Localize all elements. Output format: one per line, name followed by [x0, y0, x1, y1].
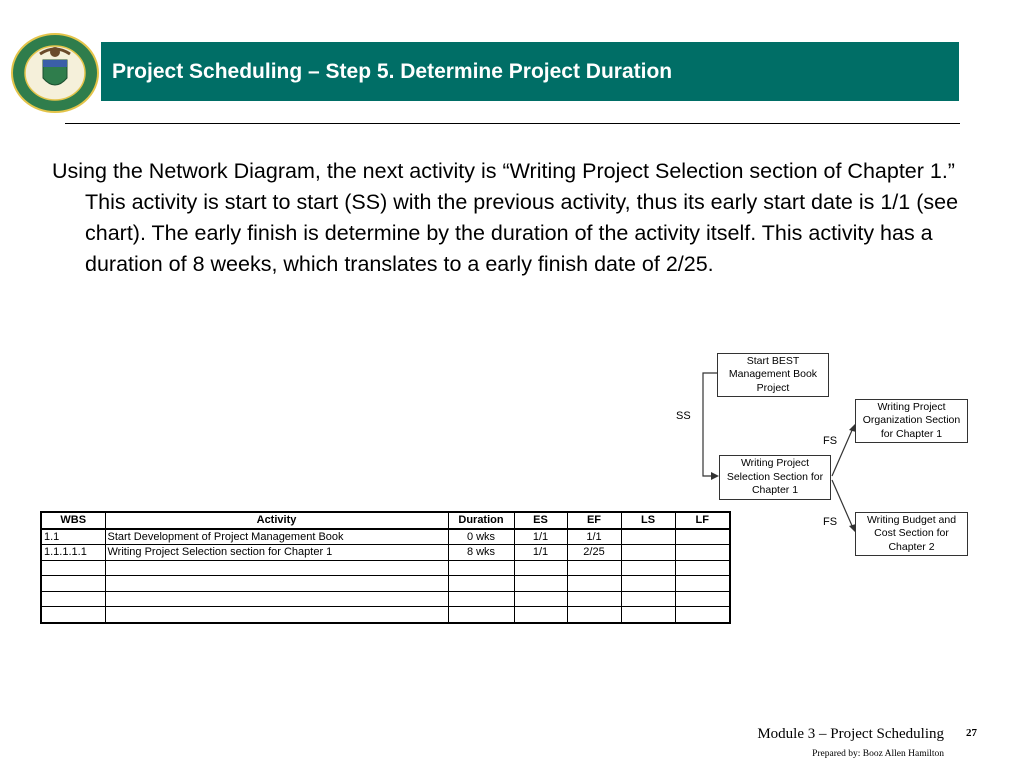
table-cell-wbs [40, 559, 106, 576]
node-start: Start BEST Management Book Project [717, 353, 829, 397]
table-cell-ef: 2/25 [566, 544, 622, 561]
col-header-ls: LS [620, 511, 676, 530]
table-cell-ls [620, 575, 676, 592]
col-header-es: ES [513, 511, 568, 530]
table-row [40, 559, 731, 576]
table-cell-activity: Writing Project Selection section for Ch… [104, 544, 449, 561]
table-cell-duration [447, 606, 515, 623]
table-cell-duration [447, 590, 515, 607]
table-row [40, 575, 731, 592]
table-cell-ls [620, 528, 676, 545]
body-paragraph: Using the Network Diagram, the next acti… [52, 159, 959, 276]
table-cell-ef: 1/1 [566, 528, 622, 545]
table-header-row: WBS Activity Duration ES EF LS LF [40, 511, 731, 530]
table-cell-es [513, 606, 568, 623]
table-cell-wbs [40, 606, 106, 623]
table-cell-es: 1/1 [513, 528, 568, 545]
table-cell-ef [566, 606, 622, 623]
doe-seal-icon [11, 33, 99, 113]
table-cell-lf [674, 606, 731, 623]
col-header-wbs: WBS [40, 511, 106, 530]
table-cell-ls [620, 606, 676, 623]
ss-connector [702, 372, 717, 477]
page-number: 27 [966, 727, 977, 739]
col-header-ef: EF [566, 511, 622, 530]
table-cell-lf [674, 575, 731, 592]
table-cell-ls [620, 559, 676, 576]
table-cell-ls [620, 590, 676, 607]
table-cell-wbs [40, 575, 106, 592]
table-cell-es [513, 590, 568, 607]
table-cell-ef [566, 590, 622, 607]
footer-prepared-by: Prepared by: Booz Allen Hamilton [812, 749, 944, 759]
col-header-activity: Activity [104, 511, 449, 530]
table-row [40, 606, 731, 623]
table-cell-es: 1/1 [513, 544, 568, 561]
table-cell-lf [674, 544, 731, 561]
col-header-lf: LF [674, 511, 731, 530]
title-bar: Project Scheduling – Step 5. Determine P… [101, 42, 959, 101]
table-cell-wbs: 1.1.1.1.1 [40, 544, 106, 561]
node-organization: Writing Project Organization Section for… [855, 399, 968, 443]
node-selection: Writing Project Selection Section for Ch… [719, 455, 831, 500]
table-cell-ls [620, 544, 676, 561]
table-cell-wbs [40, 590, 106, 607]
table-cell-activity [104, 590, 449, 607]
table-cell-ef [566, 575, 622, 592]
table-cell-lf [674, 559, 731, 576]
table-cell-duration [447, 559, 515, 576]
table-cell-activity [104, 606, 449, 623]
title-divider [65, 123, 960, 124]
table-cell-es [513, 575, 568, 592]
fs-label-bottom: FS [823, 516, 838, 528]
table-cell-activity [104, 559, 449, 576]
table-cell-activity: Start Development of Project Management … [104, 528, 449, 545]
table-cell-duration: 0 wks [447, 528, 515, 545]
fs-label-top: FS [823, 435, 838, 447]
page-title: Project Scheduling – Step 5. Determine P… [112, 59, 673, 83]
ss-label: SS [676, 410, 691, 422]
col-header-duration: Duration [447, 511, 515, 530]
table-cell-wbs: 1.1 [40, 528, 106, 545]
table-cell-duration: 8 wks [447, 544, 515, 561]
footer-module-title: Module 3 – Project Scheduling [757, 726, 944, 742]
table-cell-lf [674, 590, 731, 607]
table-cell-activity [104, 575, 449, 592]
table-row [40, 590, 731, 607]
table-cell-es [513, 559, 568, 576]
node-budget: Writing Budget and Cost Section for Chap… [855, 512, 968, 556]
table-cell-ef [566, 559, 622, 576]
table-cell-lf [674, 528, 731, 545]
table-cell-duration [447, 575, 515, 592]
